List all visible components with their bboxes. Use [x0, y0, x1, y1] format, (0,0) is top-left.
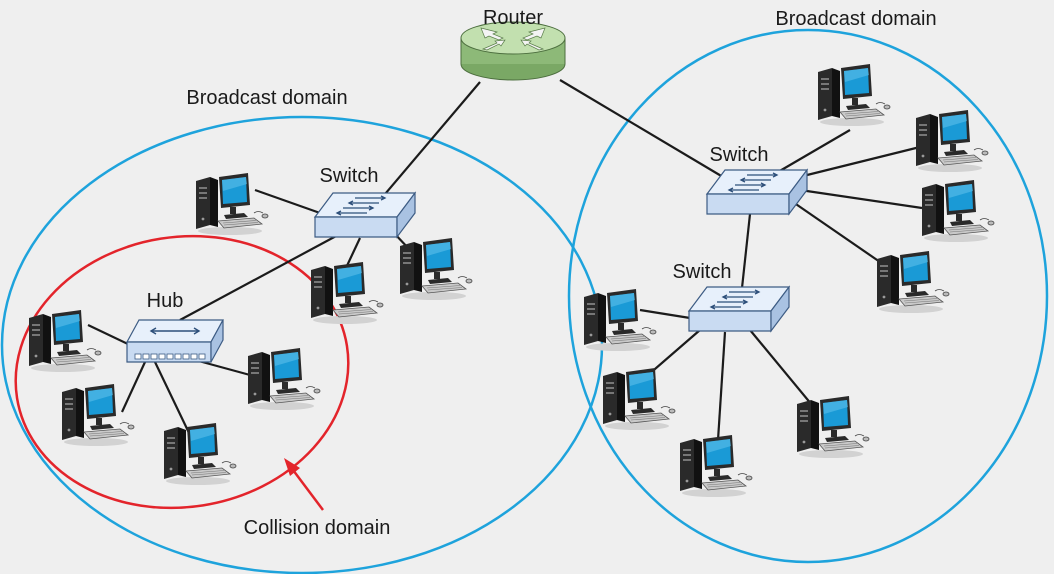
link-switch-right-bottom-pc-1 — [639, 308, 691, 320]
link-hub-pc-2 — [121, 361, 146, 413]
computer-icon — [602, 367, 676, 431]
computer-icon — [310, 261, 384, 325]
computer-icon — [817, 63, 891, 127]
router-label: Router — [483, 7, 543, 29]
computer-icon — [163, 422, 237, 486]
computer-icon — [28, 309, 102, 373]
computer-icon — [399, 237, 473, 301]
collision-domain-boundary — [14, 234, 350, 510]
computer-icon — [915, 109, 989, 173]
computer-icon — [876, 250, 950, 314]
switch-right-bottom-label: Switch — [673, 261, 732, 283]
broadcast-domain-right-label: Broadcast domain — [775, 8, 936, 30]
broadcast-domain-right-boundary — [567, 28, 1049, 564]
collision-domain-label: Collision domain — [244, 517, 391, 539]
hub-label: Hub — [147, 290, 184, 312]
link-switch-right-top-pc-3 — [799, 188, 923, 210]
link-switch-right-bottom-pc-4 — [749, 329, 813, 406]
link-hub-pc-1 — [87, 324, 131, 346]
link-switch-right-top-pc-1 — [777, 129, 851, 173]
link-hub-pc-3 — [154, 361, 191, 436]
computer-icon — [583, 288, 657, 352]
link-switch-right-top-pc-4 — [789, 199, 881, 263]
link-router-switch-left — [379, 81, 481, 201]
link-switch-right-top-pc-2 — [794, 145, 921, 180]
collision-domain-arrow — [284, 458, 324, 511]
link-switch-left-pc-1 — [254, 188, 321, 215]
computer-icon — [195, 172, 269, 236]
computer-icon — [61, 383, 135, 447]
computer-icon — [796, 395, 870, 459]
router-icon — [460, 21, 566, 81]
link-switch-right-bottom-pc-3 — [716, 331, 727, 441]
hub-icon — [126, 319, 224, 363]
link-switch-hub — [179, 234, 339, 321]
computer-icon — [679, 434, 753, 498]
broadcast-domain-left-label: Broadcast domain — [186, 87, 347, 109]
broadcast-domain-left-boundary — [0, 115, 604, 574]
link-switch-right-stack — [740, 213, 752, 289]
computer-icon — [247, 347, 321, 411]
network-links — [87, 79, 923, 441]
switch-icon-left — [314, 192, 416, 238]
switch-left-label: Switch — [320, 165, 379, 187]
switch-icon-right-top — [706, 169, 808, 215]
switch-right-top-label: Switch — [710, 144, 769, 166]
switch-icon-right-bottom — [688, 286, 790, 332]
link-router-switch-right-top — [559, 79, 729, 181]
computer-icon — [921, 179, 995, 243]
